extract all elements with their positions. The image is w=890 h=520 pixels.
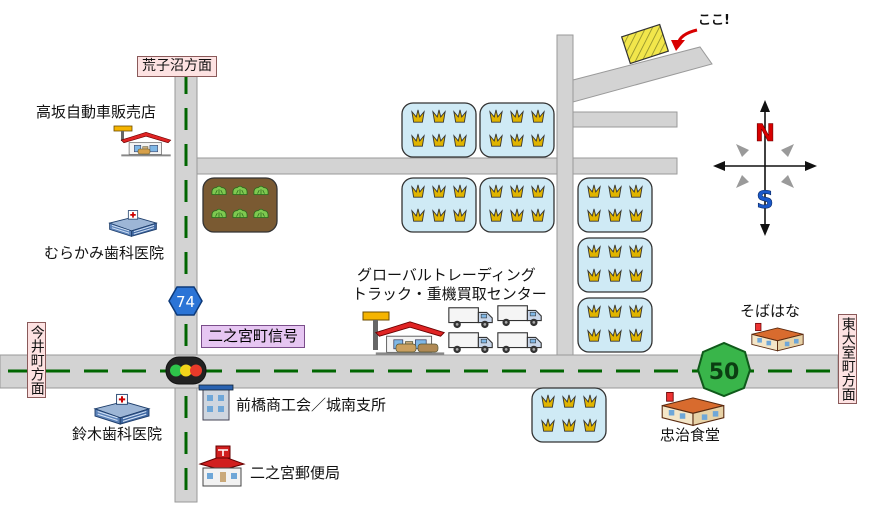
here-arrowhead — [671, 40, 685, 51]
field-3 — [401, 177, 477, 233]
vertical-road — [556, 34, 574, 356]
post-office-icon — [198, 445, 246, 487]
field-7 — [577, 297, 653, 353]
horizontal-road — [196, 157, 678, 175]
route-50-shield-icon: 50 — [696, 341, 752, 398]
field-4 — [479, 177, 555, 233]
field-5 — [577, 177, 653, 233]
gas-station-icon — [362, 311, 445, 356]
global-trading-label: グローバルトレーディング — [357, 266, 536, 284]
compass-icon: N S — [713, 100, 817, 236]
field-6 — [577, 237, 653, 293]
suzuki-dental-label: 鈴木歯科医院 — [72, 425, 163, 443]
soba-shop-icon — [751, 322, 804, 352]
west-direction-label: 今井町方面 — [27, 322, 46, 398]
sobahana-label: そばはな — [740, 302, 801, 320]
hospital-icon — [93, 393, 151, 425]
here-label: ここ! — [698, 13, 730, 28]
signal-name-label: 二之宮町信号 — [201, 325, 306, 348]
lane-markings — [8, 72, 830, 500]
svg-text:S: S — [756, 186, 773, 214]
diagonal-road — [572, 46, 713, 103]
svg-text:50: 50 — [709, 360, 740, 385]
office-building-icon — [198, 384, 234, 421]
hospital-icon — [108, 209, 158, 238]
truck-icons — [448, 305, 542, 354]
side-road — [572, 111, 678, 128]
post-office-label: 二之宮郵便局 — [250, 464, 341, 482]
restaurant-icon — [661, 392, 725, 426]
car-dealer-icon — [113, 125, 172, 157]
route-74-shield-icon: 74 — [168, 286, 203, 316]
destination-parcel[interactable] — [620, 23, 670, 65]
vegetable-field — [202, 177, 278, 233]
fields — [202, 102, 653, 443]
field-2 — [479, 102, 555, 158]
car-dealer-label: 高坂自動車販売店 — [36, 103, 157, 121]
truck-center-label: トラック・重機買取センター — [352, 285, 547, 303]
field-1 — [401, 102, 477, 158]
north-direction-label: 荒子沼方面 — [137, 56, 217, 77]
commerce-office-label: 前橋商工会／城南支所 — [236, 396, 387, 414]
traffic-light-icon — [165, 356, 207, 385]
svg-text:N: N — [755, 119, 775, 147]
east-direction-label: 東大室町方面 — [838, 314, 857, 404]
murakami-dental-label: むらかみ歯科医院 — [44, 244, 165, 262]
field-8 — [531, 387, 607, 443]
chuji-restaurant-label: 忠治食堂 — [660, 426, 721, 444]
svg-text:74: 74 — [176, 293, 195, 311]
